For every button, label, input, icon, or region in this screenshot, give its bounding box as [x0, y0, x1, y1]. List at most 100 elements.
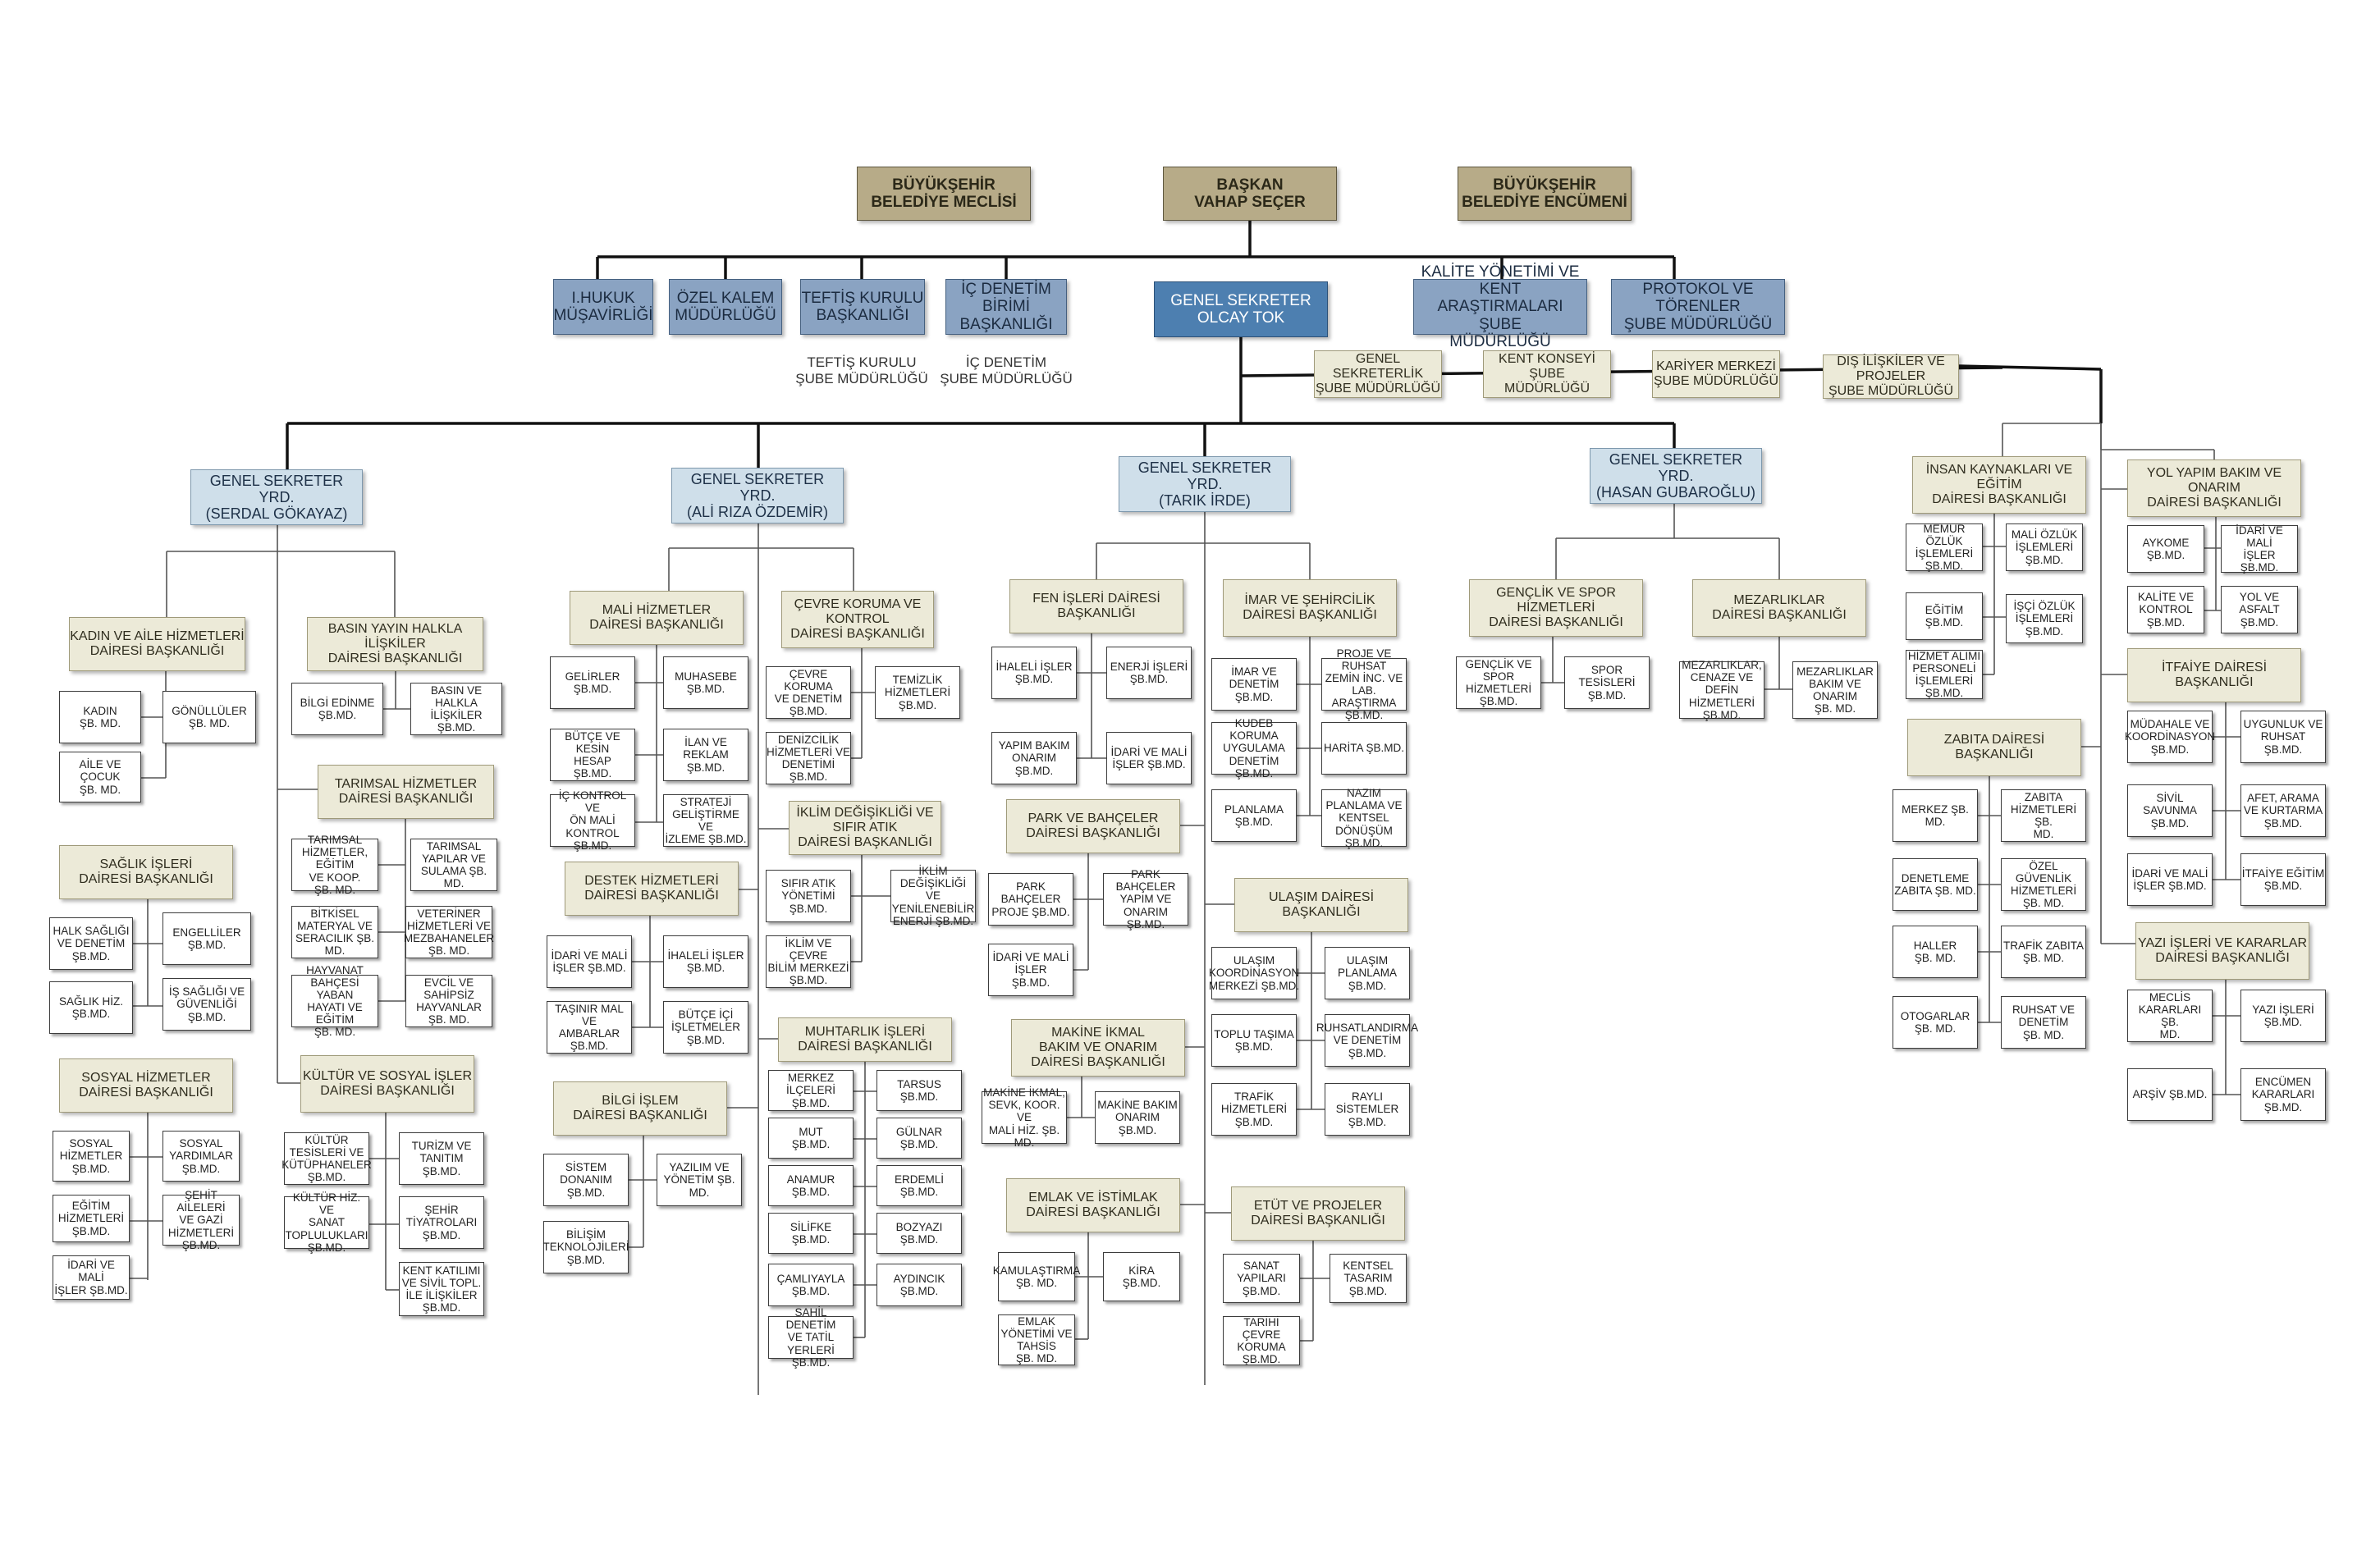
org-unit-mali[interactable]: MALİ HİZMETLER DAİRESİ BAŞKANLIĞI [570, 591, 744, 645]
org-unit-basin-sb[interactable]: BASIN VE HALKLA İLİŞKİLER ŞB.MD. [410, 683, 502, 735]
org-unit-aydincik[interactable]: AYDINCIK ŞB.MD. [876, 1264, 962, 1306]
org-unit-ruhsat-zab[interactable]: RUHSAT VE DENETİM ŞB. MD. [2001, 996, 2086, 1049]
org-unit-aile[interactable]: AİLE VE ÇOCUK ŞB. MD. [59, 752, 141, 802]
org-unit-kultur[interactable]: KÜLTÜR VE SOSYAL İŞLER DAİRESİ BAŞKANLIĞ… [300, 1055, 474, 1113]
org-unit-cevre[interactable]: ÇEVRE KORUMA VE KONTROL DAİRESİ BAŞKANLI… [781, 591, 934, 648]
org-unit-trafik-zab[interactable]: TRAFİK ZABITA ŞB. MD. [2001, 926, 2086, 978]
org-unit-merkez-ilce[interactable]: MERKEZ İLÇELERİ ŞB.MD. [768, 1070, 854, 1111]
org-unit-turizm[interactable]: TURİZM VE TANITIM ŞB.MD. [399, 1132, 484, 1185]
org-unit-is-sag[interactable]: İŞ SAĞLIĞI VE GÜVENLİĞİ ŞB.MD. [162, 978, 251, 1031]
org-unit-bilisim[interactable]: BİLİŞİM TEKNOLOJİLERİ ŞB.MD. [542, 1221, 629, 1273]
org-unit-icdenetim[interactable]: İÇ DENETİM BİRİMİ BAŞKANLIĞI [945, 279, 1067, 335]
org-unit-basin[interactable]: BASIN YAYIN HALKLA İLİŞKİLER DAİRESİ BAŞ… [307, 617, 483, 671]
org-unit-idari-sos[interactable]: İDARİ VE MALİ İŞLER ŞB.MD. [53, 1255, 130, 1300]
org-unit-kadin-sb[interactable]: KADIN ŞB. MD. [59, 691, 141, 743]
org-unit-egitim-hiz[interactable]: EĞİTİM HİZMETLERİ ŞB.MD. [53, 1195, 130, 1242]
org-unit-hukuk[interactable]: I.HUKUK MÜŞAVİRLİĞİ [553, 279, 653, 335]
org-unit-arsiv[interactable]: ARŞİV ŞB.MD. [2127, 1068, 2213, 1121]
org-unit-sehit[interactable]: ŞEHİT AİLELERİ VE GAZİ HİZMETLERİ ŞB.MD. [162, 1189, 240, 1251]
org-unit-yol-asfalt[interactable]: YOL VE ASFALT ŞB.MD. [2221, 586, 2298, 633]
org-unit-kultur-hiz[interactable]: KÜLTÜR HİZ. VE SANAT TOPLULUKLARI ŞB.MD. [284, 1191, 369, 1254]
org-unit-trafik[interactable]: TRAFİK HİZMETLERİ ŞB.MD. [1211, 1083, 1297, 1136]
org-unit-cevre-kor[interactable]: ÇEVRE KORUMA VE DENETİM ŞB.MD. [766, 666, 851, 719]
org-unit-yol[interactable]: YOL YAPIM BAKIM VE ONARIM DAİRESİ BAŞKAN… [2127, 459, 2301, 517]
org-unit-tarsus[interactable]: TARSUS ŞB.MD. [876, 1070, 962, 1111]
org-unit-veteriner[interactable]: VETERİNER HİZMETLERİ VE MEZBAHANELER ŞB.… [403, 906, 495, 958]
org-unit-bozyazi[interactable]: BOZYAZI ŞB.MD. [876, 1213, 962, 1254]
org-unit-idari-itf[interactable]: İDARİ VE MALİ İŞLER ŞB.MD. [2127, 853, 2213, 906]
org-unit-kamulastirma[interactable]: KAMULAŞTIRMA ŞB. MD. [993, 1252, 1080, 1301]
org-unit-zabita[interactable]: ZABITA DAİRESİ BAŞKANLIĞI [1907, 719, 2081, 776]
org-unit-yazilim[interactable]: YAZILIM VE YÖNETİM ŞB. MD. [657, 1154, 742, 1206]
org-unit-ruhsatland[interactable]: RUHSATLANDIRMA VE DENETİM ŞB.MD. [1316, 1014, 1418, 1067]
org-unit-bilgi-islem[interactable]: BİLGİ İŞLEM DAİRESİ BAŞKANLIĞI [553, 1081, 727, 1136]
org-unit-tarihi[interactable]: TARİHİ ÇEVRE KORUMA ŞB.MD. [1223, 1316, 1300, 1365]
org-unit-itfaiye[interactable]: İTFAİYE DAİRESİ BAŞKANLIĞI [2127, 648, 2301, 702]
org-unit-yazi[interactable]: YAZI İŞLERİ VE KARARLAR DAİRESİ BAŞKANLI… [2135, 922, 2309, 980]
org-unit-saglik[interactable]: SAĞLIK İŞLERİ DAİRESİ BAŞKANLIĞI [59, 845, 233, 899]
org-unit-planlama-imar[interactable]: PLANLAMA ŞB.MD. [1211, 789, 1297, 842]
org-unit-park-yapim[interactable]: PARK BAHÇELER YAPIM VE ONARIM ŞB.MD. [1103, 868, 1188, 930]
org-unit-zab-hiz[interactable]: ZABITA HİZMETLERİ ŞB. MD. [2001, 789, 2086, 842]
org-unit-kalite-yol[interactable]: KALİTE VE KONTROL ŞB.MD. [2127, 586, 2204, 633]
org-unit-disiliskiler[interactable]: DIŞ İLİŞKİLER VE PROJELER ŞUBE MÜDÜRLÜĞÜ [1823, 354, 1959, 399]
org-unit-aykome[interactable]: AYKOME ŞB.MD. [2127, 525, 2204, 573]
org-unit-fen[interactable]: FEN İŞLERİ DAİRESİ BAŞKANLIĞI [1009, 579, 1183, 633]
org-unit-mezarlik-bakim[interactable]: MEZARLIKLAR BAKIM VE ONARIM ŞB. MD. [1792, 661, 1878, 719]
org-unit-gelirler[interactable]: GELİRLER ŞB.MD. [550, 656, 635, 709]
org-unit-nazim[interactable]: NAZIM PLANLAMA VE KENTSEL DÖNÜŞÜM ŞB.MD. [1321, 787, 1407, 849]
org-unit-gsy3[interactable]: GENEL SEKRETER YRD. (TARIK İRDE) [1119, 456, 1291, 512]
org-unit-itf-egitim[interactable]: İTFAİYE EĞİTİM ŞB.MD. [2240, 853, 2326, 906]
org-unit-protokol[interactable]: PROTOKOL VE TÖRENLER ŞUBE MÜDÜRLÜĞÜ [1611, 279, 1785, 335]
org-unit-makine-bakim[interactable]: MAKİNE BAKIM ONARIM ŞB.MD. [1095, 1091, 1180, 1144]
org-unit-ihaleli-fen[interactable]: İHALELİ İŞLER ŞB.MD. [991, 647, 1077, 699]
org-unit-sanat-yap[interactable]: SANAT YAPILARI ŞB.MD. [1223, 1254, 1300, 1303]
org-unit-encumen-kar[interactable]: ENCÜMEN KARARLARI ŞB.MD. [2240, 1068, 2326, 1121]
org-unit-hayvanat[interactable]: HAYVANAT BAHÇESİ YABAN HAYATI VE EĞİTİM … [291, 964, 378, 1038]
org-unit-meclis[interactable]: BÜYÜKŞEHİR BELEDİYE MECLİSİ [857, 167, 1031, 221]
org-unit-rayli[interactable]: RAYLI SİSTEMLER ŞB.MD. [1325, 1083, 1410, 1136]
org-unit-saglik-hiz[interactable]: SAĞLIK HİZ. ŞB.MD. [49, 981, 133, 1034]
org-unit-iklim[interactable]: İKLİM DEĞİŞİKLİĞİ VE SIFIR ATIK DAİRESİ … [789, 801, 941, 855]
org-unit-encumen[interactable]: BÜYÜKŞEHİR BELEDİYE ENCÜMENİ [1458, 167, 1632, 221]
org-unit-sosyal[interactable]: SOSYAL HİZMETLER DAİRESİ BAŞKANLIĞI [59, 1058, 233, 1113]
org-unit-denizcilik[interactable]: DENİZCİLİK HİZMETLERİ VE DENETİMİ ŞB.MD. [766, 732, 851, 784]
org-unit-tar-egitim[interactable]: TARIMSAL HİZMETLER, EĞİTİM VE KOOP. ŞB. … [291, 834, 378, 896]
org-unit-teftis[interactable]: TEFTİŞ KURULU BAŞKANLIĞI [800, 279, 925, 335]
org-unit-ulasim-plan[interactable]: ULAŞIM PLANLAMA ŞB.MD. [1325, 947, 1410, 999]
org-unit-spor-tes[interactable]: SPOR TESİSLERİ ŞB.MD. [1564, 656, 1650, 709]
org-unit-gonullu[interactable]: GÖNÜLLÜLER ŞB. MD. [162, 691, 256, 743]
org-unit-genclik-sb[interactable]: GENÇLİK VE SPOR HİZMETLERİ ŞB.MD. [1456, 656, 1541, 709]
org-unit-butce-kesin[interactable]: BÜTÇE VE KESİN HESAP ŞB.MD. [550, 729, 635, 781]
org-unit-baskan[interactable]: BAŞKAN VAHAP SEÇER [1163, 167, 1337, 221]
org-unit-erdemli[interactable]: ERDEMLİ ŞB.MD. [876, 1165, 962, 1206]
org-unit-ic-kontrol[interactable]: İÇ KONTROL VE ÖN MALİ KONTROL ŞB.MD. [550, 789, 635, 852]
org-unit-otogarlar[interactable]: OTOGARLAR ŞB. MD. [1893, 996, 1978, 1049]
org-unit-park-proje[interactable]: PARK BAHÇELER PROJE ŞB.MD. [988, 873, 1073, 926]
org-unit-gsy2[interactable]: GENEL SEKRETER YRD. (ALİ RIZA ÖZDEMİR) [671, 468, 844, 523]
org-unit-mezarliklar[interactable]: MEZARLIKLAR DAİRESİ BAŞKANLIĞI [1692, 579, 1866, 637]
org-unit-meclis-kar[interactable]: MECLİS KARARLARI ŞB. MD. [2127, 990, 2213, 1042]
org-unit-kalite[interactable]: KALİTE YÖNETİMİ VE KENT ARAŞTIRMALARI ŞU… [1413, 263, 1587, 350]
org-unit-sistem[interactable]: SİSTEM DONANIM ŞB.MD. [543, 1154, 629, 1206]
org-unit-makine-ikmal[interactable]: MAKİNE İKMAL, SEVK, KOOR. VE MALİ HİZ. Ş… [982, 1086, 1067, 1149]
org-unit-bilgi-ed[interactable]: BİLGİ EDİNME ŞB.MD. [291, 683, 383, 735]
org-unit-etut[interactable]: ETÜT VE PROJELER DAİRESİ BAŞKANLIĞI [1231, 1186, 1405, 1241]
org-unit-evcil[interactable]: EVCİL VE SAHİPSİZ HAYVANLAR ŞB. MD. [405, 975, 492, 1027]
org-unit-engelli[interactable]: ENGELLİLER ŞB.MD. [162, 912, 251, 965]
org-unit-ihaleli-des[interactable]: İHALELİ İŞLER ŞB.MD. [663, 935, 748, 988]
org-unit-butce-ici[interactable]: BÜTÇE İÇİ İŞLETMELER ŞB.MD. [663, 1001, 748, 1054]
org-unit-temizlik[interactable]: TEMİZLİK HİZMETLERİ ŞB.MD. [875, 666, 960, 719]
org-unit-sivil[interactable]: SİVİL SAVUNMA ŞB.MD. [2127, 784, 2213, 837]
org-unit-harita[interactable]: HARİTA ŞB.MD. [1321, 722, 1407, 775]
org-unit-muhasebe[interactable]: MUHASEBE ŞB.MD. [663, 656, 748, 709]
org-unit-anamur[interactable]: ANAMUR ŞB.MD. [768, 1165, 854, 1206]
org-unit-mudahale[interactable]: MÜDAHALE VE KOORDİNASYON ŞB.MD. [2125, 711, 2215, 763]
org-unit-genclik[interactable]: GENÇLİK VE SPOR HİZMETLERİ DAİRESİ BAŞKA… [1469, 579, 1643, 637]
org-unit-imar[interactable]: İMAR VE ŞEHİRCİLİK DAİRESİ BAŞKANLIĞI [1223, 579, 1397, 637]
org-unit-sehir-tiy[interactable]: ŞEHİR TİYATROLARI ŞB.MD. [399, 1196, 484, 1249]
org-unit-kira[interactable]: KİRA ŞB.MD. [1103, 1252, 1180, 1301]
org-unit-afet[interactable]: AFET, ARAMA VE KURTARMA ŞB.MD. [2240, 784, 2326, 837]
org-unit-destek[interactable]: DESTEK HİZMETLERİ DAİRESİ BAŞKANLIĞI [565, 862, 739, 916]
org-unit-sifir-atik[interactable]: SIFIR ATIK YÖNETİMİ ŞB.MD. [766, 870, 851, 922]
